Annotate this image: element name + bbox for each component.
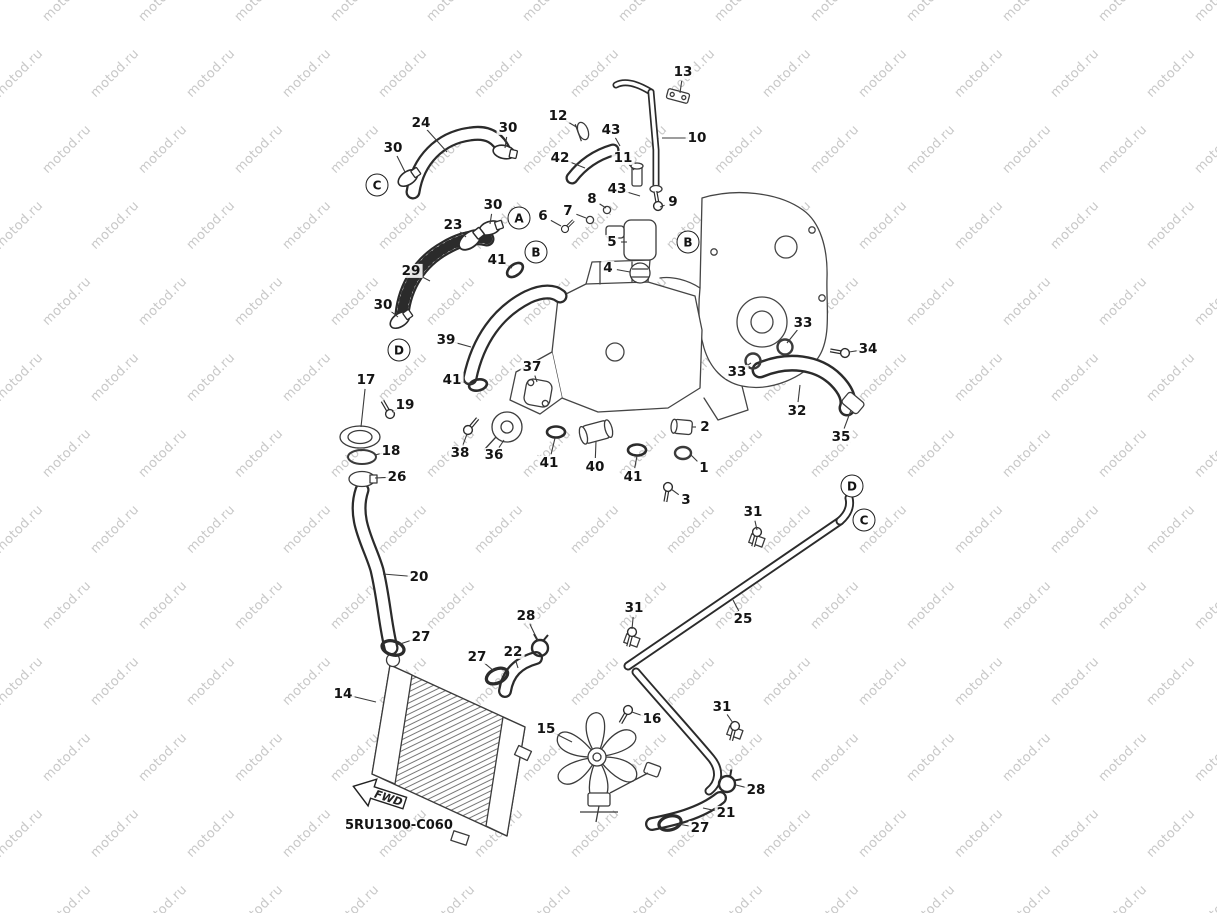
part-label-26: 26: [385, 468, 409, 485]
ref-circle-D: D: [840, 474, 864, 498]
part-label-12: 12: [546, 107, 570, 124]
part-label-9: 9: [666, 193, 680, 210]
part-label-27: 27: [465, 648, 489, 665]
part-label-20: 20: [407, 568, 431, 585]
radiator: [371, 652, 533, 846]
part-label-42: 42: [548, 149, 572, 166]
diagram-code: 5RU1300-C060: [345, 818, 453, 833]
part-label-30: 30: [371, 296, 395, 313]
part-label-5: 5: [605, 233, 619, 250]
part-label-34: 34: [856, 340, 880, 357]
part-label-1: 1: [697, 459, 711, 476]
part-label-40: 40: [583, 458, 607, 475]
part-label-31: 31: [622, 599, 646, 616]
ref-circle-B: B: [676, 230, 700, 254]
part-label-23: 23: [441, 216, 465, 233]
part-label-38: 38: [448, 444, 472, 461]
part-label-32: 32: [785, 402, 809, 419]
part-label-31: 31: [710, 698, 734, 715]
part-label-30: 30: [481, 196, 505, 213]
part-label-22: 22: [501, 643, 525, 660]
part-label-14: 14: [331, 685, 355, 702]
part-label-4: 4: [601, 259, 615, 276]
part-label-11: 11: [611, 149, 635, 166]
fan: [556, 711, 662, 823]
part-label-27: 27: [688, 819, 712, 836]
part-label-24: 24: [409, 114, 433, 131]
part-label-41: 41: [440, 371, 464, 388]
part-label-10: 10: [685, 129, 709, 146]
part-label-31: 31: [741, 503, 765, 520]
part-label-41: 41: [485, 251, 509, 268]
part-label-33: 33: [791, 314, 815, 331]
part-label-30: 30: [496, 119, 520, 136]
part-label-8: 8: [585, 190, 599, 207]
part-label-43: 43: [605, 180, 629, 197]
part-label-29: 29: [399, 262, 423, 279]
part-label-6: 6: [536, 207, 550, 224]
part-label-35: 35: [829, 428, 853, 445]
part-label-37: 37: [520, 358, 544, 375]
part-label-28: 28: [744, 781, 768, 798]
part-label-15: 15: [534, 720, 558, 737]
part-label-17: 17: [354, 371, 378, 388]
part-label-28: 28: [514, 607, 538, 624]
part-label-43: 43: [599, 121, 623, 138]
part-label-18: 18: [379, 442, 403, 459]
part-label-27: 27: [409, 628, 433, 645]
part-label-30: 30: [381, 139, 405, 156]
engine-outline: [509, 191, 829, 421]
part-label-39: 39: [434, 331, 458, 348]
part-label-33: 33: [725, 363, 749, 380]
part-label-41: 41: [621, 468, 645, 485]
ref-circle-A: A: [507, 206, 531, 230]
part-label-2: 2: [698, 418, 712, 435]
part-label-36: 36: [482, 446, 506, 463]
ref-circle-C: C: [365, 173, 389, 197]
part-label-3: 3: [679, 491, 693, 508]
part-label-16: 16: [640, 710, 664, 727]
part-label-19: 19: [393, 396, 417, 413]
ref-circle-C: C: [852, 508, 876, 532]
ref-circle-D: D: [387, 338, 411, 362]
part-label-7: 7: [561, 202, 575, 219]
part-label-41: 41: [537, 454, 561, 471]
part-label-21: 21: [714, 804, 738, 821]
ref-circle-B: B: [524, 240, 548, 264]
part-label-25: 25: [731, 610, 755, 627]
part-label-13: 13: [671, 63, 695, 80]
